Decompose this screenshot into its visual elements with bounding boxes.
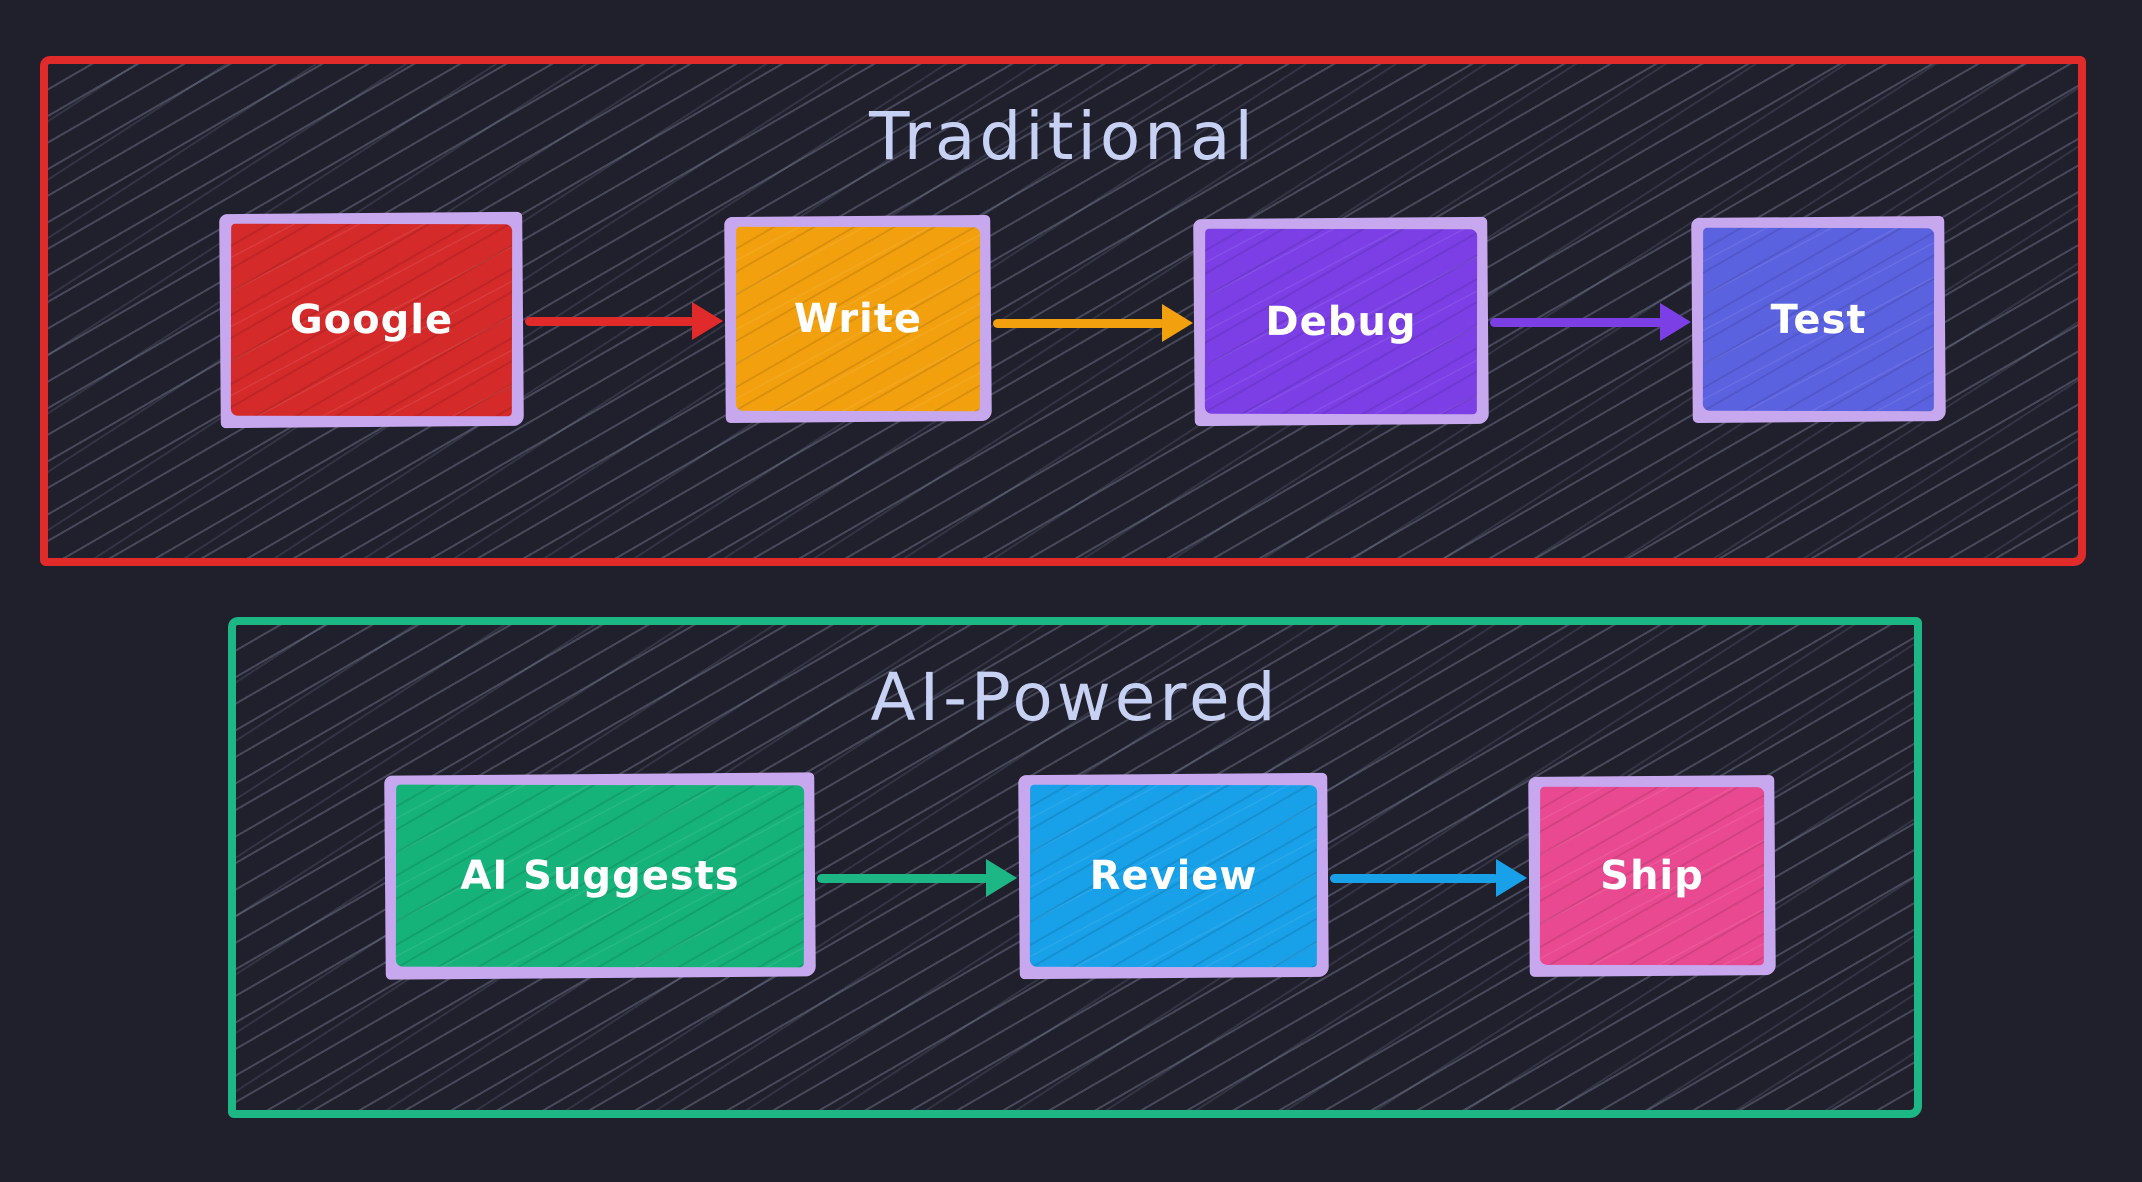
arrowhead-icon xyxy=(986,859,1017,897)
arrow-ai-suggests-to-review xyxy=(817,858,1017,898)
node-test-label: Test xyxy=(1770,296,1867,343)
node-review-label: Review xyxy=(1089,852,1258,900)
node-test-fill: Test xyxy=(1702,227,1935,412)
node-ship-fill: Ship xyxy=(1539,786,1765,966)
node-write-fill: Write xyxy=(735,226,981,412)
arrowhead-icon xyxy=(1162,304,1193,342)
node-test: Test xyxy=(1691,216,1946,423)
node-google-fill: Google xyxy=(230,223,513,417)
arrowhead-icon xyxy=(1496,859,1527,897)
arrowhead-icon xyxy=(692,302,723,340)
arrow-shaft xyxy=(1490,317,1663,327)
node-debug: Debug xyxy=(1193,216,1489,427)
node-review: Review xyxy=(1018,772,1329,980)
arrow-shaft xyxy=(525,316,695,326)
arrow-write-to-debug xyxy=(993,303,1193,343)
node-ai-suggests-label: AI Suggests xyxy=(460,852,740,900)
arrowhead-icon xyxy=(1660,303,1691,341)
node-google-label: Google xyxy=(289,296,454,344)
arrow-shaft xyxy=(817,873,989,883)
arrow-google-to-write xyxy=(525,301,723,341)
node-debug-label: Debug xyxy=(1265,298,1417,345)
node-ai-suggests-fill: AI Suggests xyxy=(395,784,805,968)
arrow-review-to-ship xyxy=(1330,858,1527,898)
section-ai-powered-title: AI-Powered xyxy=(870,659,1280,736)
section-ai-powered: AI-Powered AI Suggests Review Ship xyxy=(228,617,1922,1118)
arrow-shaft xyxy=(993,318,1165,328)
node-ai-suggests: AI Suggests xyxy=(384,772,816,980)
node-google: Google xyxy=(219,211,524,429)
node-ship-label: Ship xyxy=(1600,852,1704,900)
arrow-shaft xyxy=(1330,873,1499,883)
node-write-label: Write xyxy=(793,295,923,343)
section-traditional: Traditional Google Write Debug xyxy=(40,56,2086,566)
arrow-debug-to-test xyxy=(1490,302,1691,342)
section-traditional-title: Traditional xyxy=(869,98,1257,175)
node-write: Write xyxy=(724,214,992,424)
node-review-fill: Review xyxy=(1029,784,1318,968)
node-debug-fill: Debug xyxy=(1204,228,1478,415)
node-ship: Ship xyxy=(1528,775,1776,977)
